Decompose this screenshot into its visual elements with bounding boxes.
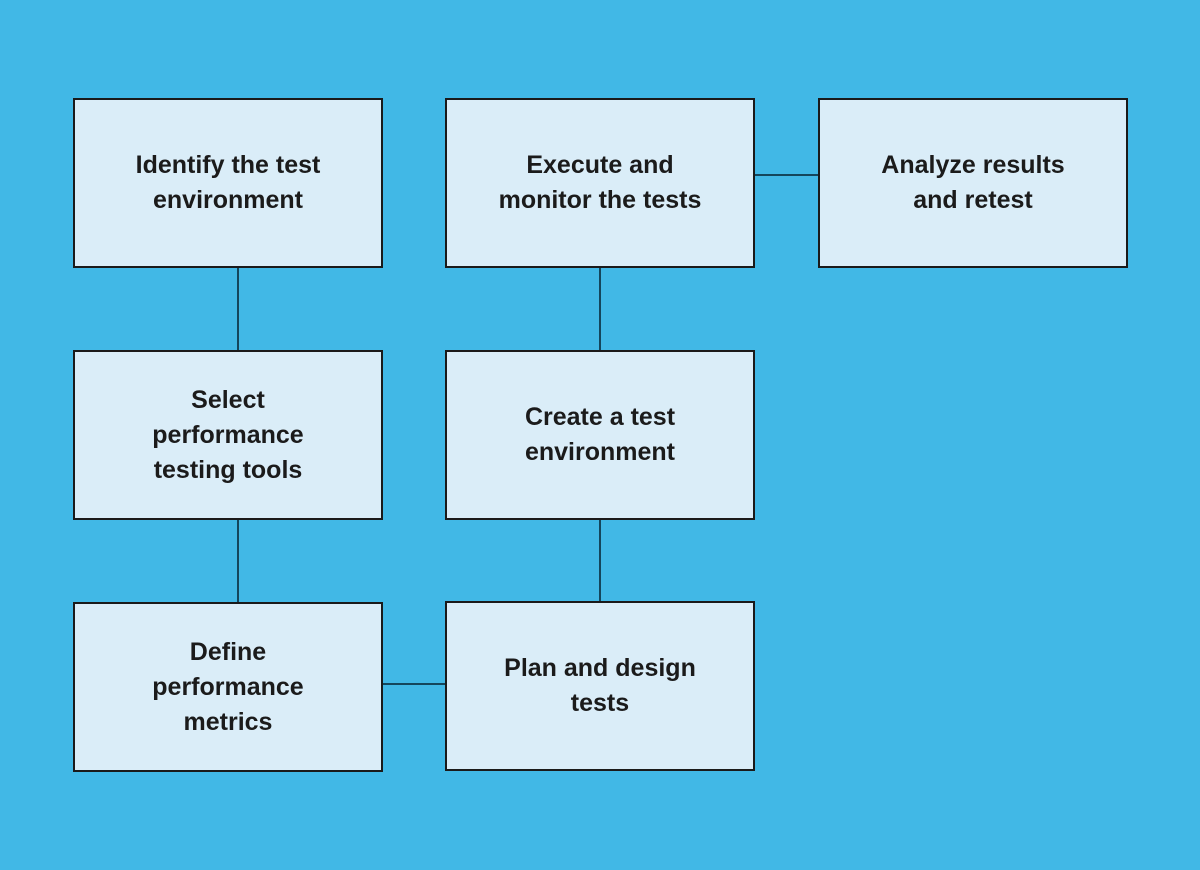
connector-create-to-execute <box>599 268 601 350</box>
connector-identify-to-select <box>237 268 239 350</box>
flow-node-select-performance-testing-tools: Select performance testing tools <box>73 350 383 520</box>
flow-node-define-performance-metrics: Define performance metrics <box>73 602 383 772</box>
flow-node-create-test-environment: Create a test environment <box>445 350 755 520</box>
flow-node-execute-monitor-tests: Execute and monitor the tests <box>445 98 755 268</box>
connector-define-to-plan <box>383 683 445 685</box>
flow-node-identify-test-environment: Identify the test environment <box>73 98 383 268</box>
connector-execute-to-analyze <box>755 174 818 176</box>
flow-node-plan-design-tests: Plan and design tests <box>445 601 755 771</box>
flow-node-analyze-results-retest: Analyze results and retest <box>818 98 1128 268</box>
connector-select-to-define <box>237 520 239 602</box>
connector-plan-to-create <box>599 519 601 601</box>
